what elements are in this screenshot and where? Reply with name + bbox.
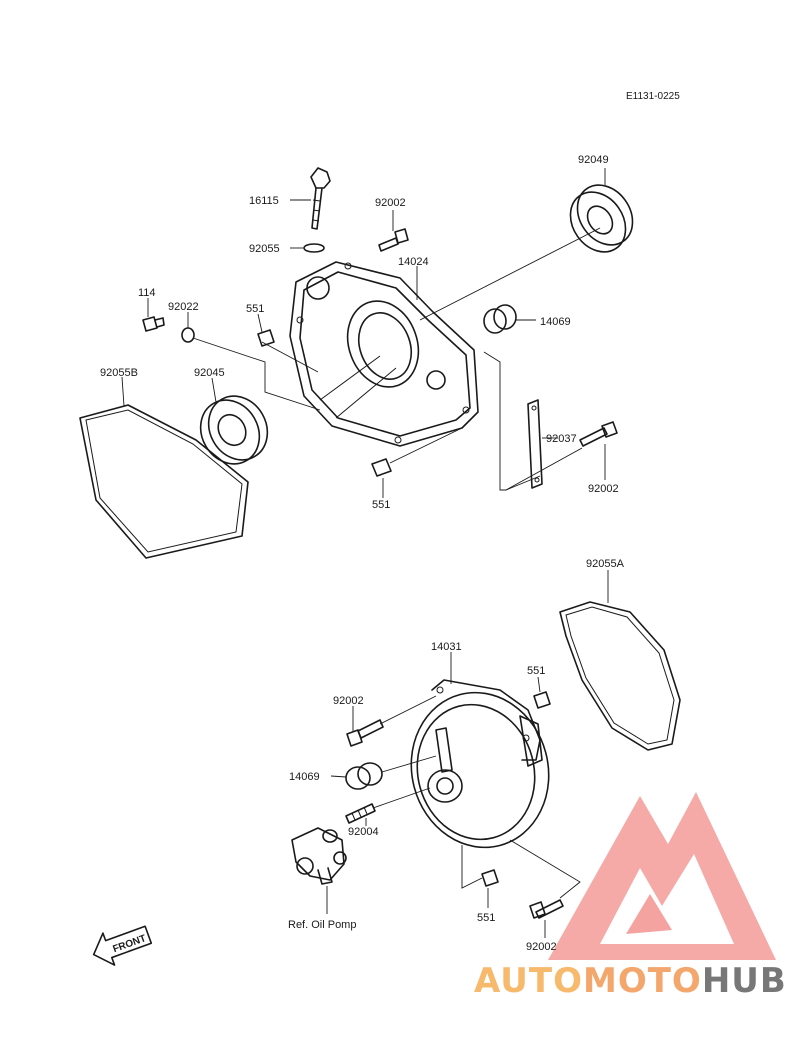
label-14069-upper: 14069 bbox=[540, 316, 571, 328]
bolt-bottom-part bbox=[529, 899, 564, 919]
dipstick-part bbox=[310, 167, 331, 230]
label-551-bottom: 551 bbox=[372, 499, 390, 511]
drawing-code: E1131-0225 bbox=[626, 91, 680, 102]
leader-lines-lower bbox=[326, 570, 609, 938]
dowel-pin-bottom-part bbox=[371, 458, 392, 477]
label-92002-left: 92002 bbox=[333, 695, 364, 707]
bushing-14069-lower-part bbox=[345, 762, 383, 790]
oil-pump-part bbox=[291, 827, 347, 885]
watermark-hub: HUB bbox=[702, 961, 787, 1001]
label-92055B: 92055B bbox=[100, 367, 138, 379]
stud-part bbox=[345, 803, 376, 824]
bearing-part bbox=[569, 184, 634, 253]
bushing-14069-part bbox=[483, 304, 517, 334]
bolt-right-part bbox=[579, 421, 618, 447]
bolt-114-part bbox=[142, 316, 165, 332]
label-551-right: 551 bbox=[527, 665, 545, 677]
watermark bbox=[548, 792, 776, 960]
label-oil-pump: Ref. Oil Pomp bbox=[288, 919, 356, 931]
label-114: 114 bbox=[138, 287, 156, 299]
bolt-left-part bbox=[346, 719, 384, 747]
label-92004: 92004 bbox=[348, 826, 379, 838]
lower-cover-assembly: 92055A 14031 551 92002 14069 92004 Ref. … bbox=[288, 558, 681, 953]
upper-cover-assembly: 16115 92002 92049 92055 14024 114 92022 … bbox=[79, 154, 634, 559]
dowel-pin-lower-part bbox=[481, 869, 499, 887]
label-551-left: 551 bbox=[246, 303, 264, 315]
gasket-92055b-part bbox=[79, 404, 249, 559]
label-92049: 92049 bbox=[578, 154, 609, 166]
cover-14031-part bbox=[410, 679, 550, 849]
watermark-auto: AUTO bbox=[474, 961, 583, 1001]
label-14069-lower: 14069 bbox=[289, 771, 320, 783]
label-92022: 92022 bbox=[168, 301, 199, 313]
label-92002-right: 92002 bbox=[588, 483, 619, 495]
label-551-lower: 551 bbox=[477, 912, 495, 924]
dowel-pin-part bbox=[257, 329, 275, 347]
dowel-pin-right-part bbox=[533, 691, 551, 709]
label-16115: 16115 bbox=[249, 195, 279, 207]
label-92045: 92045 bbox=[194, 367, 225, 379]
watermark-text: AUTOMOTOHUB bbox=[474, 961, 787, 1001]
front-arrow-icon: FRONT bbox=[92, 925, 153, 966]
o-ring-part bbox=[303, 243, 325, 253]
bolt-part bbox=[378, 228, 409, 252]
label-14024: 14024 bbox=[398, 256, 429, 268]
label-92055A: 92055A bbox=[586, 558, 625, 570]
label-92055: 92055 bbox=[249, 243, 280, 255]
watermark-moto: MOTO bbox=[583, 961, 702, 1001]
leader-lines-upper bbox=[121, 168, 606, 498]
clamp-part bbox=[527, 399, 543, 489]
svg-text:AUTOMOTOHUB: AUTOMOTOHUB bbox=[474, 961, 787, 1001]
cover-14024-part bbox=[289, 261, 479, 447]
gasket-92055a-part bbox=[559, 601, 681, 751]
triangle-logo-icon bbox=[548, 792, 776, 960]
label-92037: 92037 bbox=[546, 433, 577, 445]
label-92002-bottom: 92002 bbox=[526, 941, 557, 953]
washer-part bbox=[181, 327, 195, 343]
label-14031: 14031 bbox=[431, 641, 462, 653]
bearing-92045-part bbox=[199, 395, 269, 465]
label-92002-top: 92002 bbox=[375, 197, 406, 209]
